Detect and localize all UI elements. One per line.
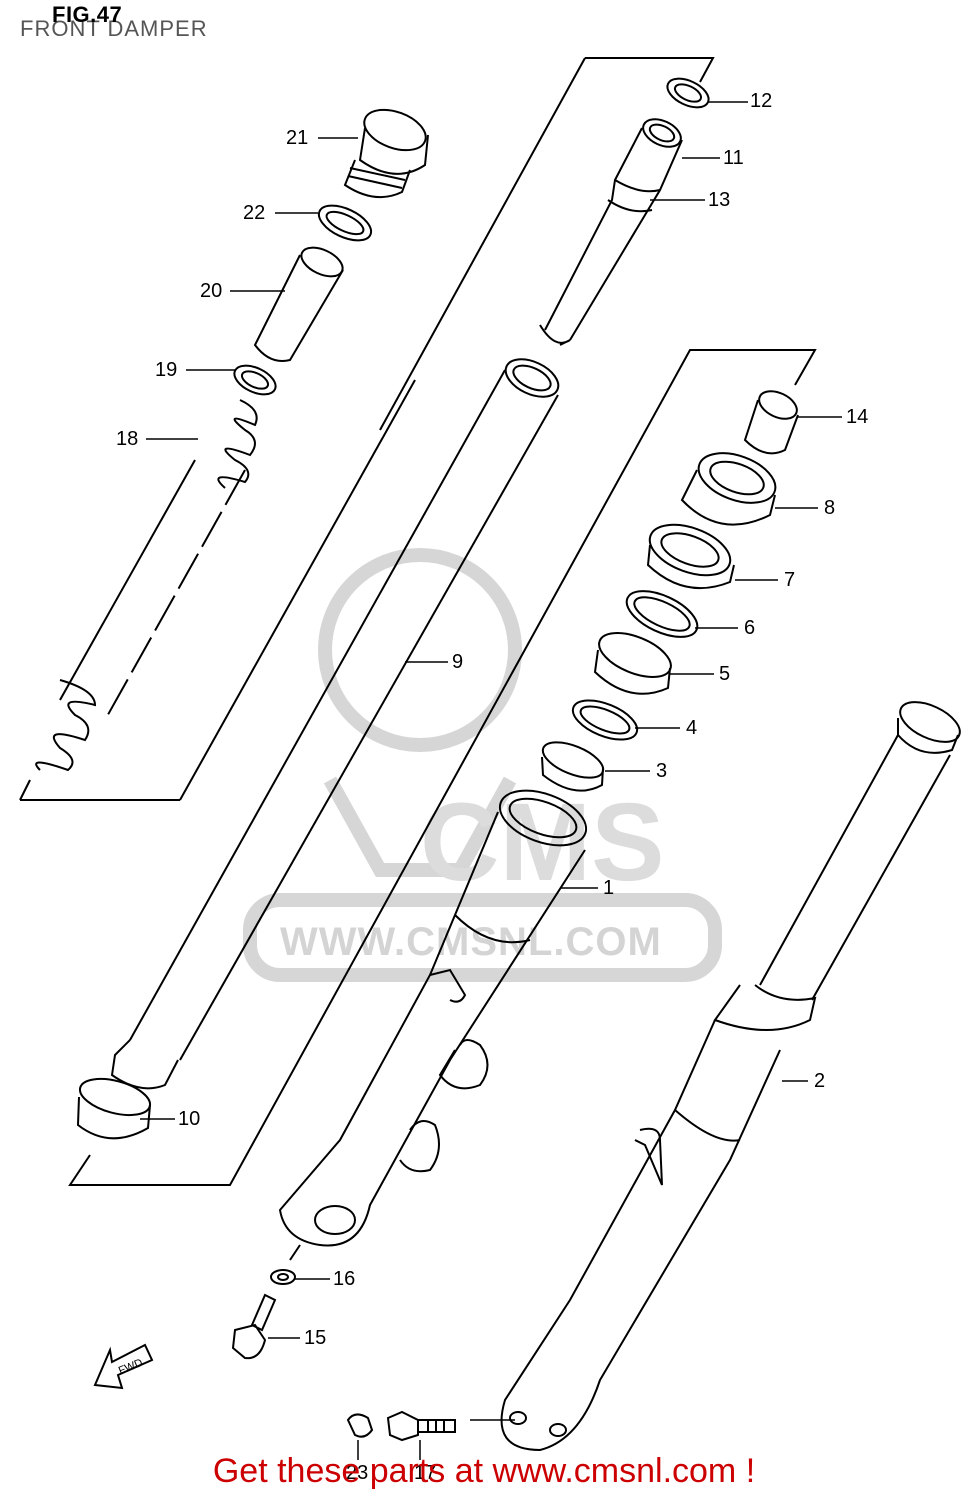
callout-5: 5 [719,663,731,685]
callout-21: 21 [286,127,309,149]
callout-7: 7 [784,569,796,591]
part-4-bushing [571,699,639,741]
callout-17: 17 [414,1462,437,1484]
part-15-bolt [231,1293,277,1360]
part-16-washer [270,1269,296,1285]
callout-15: 15 [304,1327,327,1349]
part-10-bushing [76,1077,152,1140]
callout-9: 9 [452,651,464,673]
part-21-cap-bolt [343,108,429,199]
callout-1: 1 [603,877,615,899]
part-22-o-ring [317,204,373,242]
callout-22: 22 [243,202,266,224]
part-7-oil-seal [646,523,735,590]
callout-13: 13 [708,189,731,211]
part-20-spacer [253,246,344,362]
callout-10: 10 [178,1108,201,1130]
part-18-spring [35,399,258,772]
callout-14: 14 [846,406,869,428]
callout-12: 12 [750,90,773,112]
part-23-cap [346,1413,374,1438]
part-14-cylinder [743,390,799,455]
part-3-bushing [541,741,605,792]
part-11-damper-rod [539,118,683,346]
fwd-label: FWD [117,1357,145,1378]
part-2-fork-assembly [500,701,961,1452]
callout-23: 23 [346,1462,369,1484]
part-17-bolt [386,1410,456,1442]
callout-6: 6 [744,617,756,639]
figure-title: FIG.47 [52,2,123,27]
callout-11: 11 [723,147,744,169]
callout-20: 20 [200,280,223,302]
part-12-ring [666,77,710,109]
spring-group-panel [19,57,715,801]
fwd-arrow-icon [93,1343,154,1390]
part-6-ring [625,590,699,638]
callout-4: 4 [686,717,698,739]
callout-2: 2 [814,1070,826,1092]
callout-16: 16 [333,1268,356,1290]
callout-8: 8 [824,497,836,519]
part-8-seal-holder [680,452,777,526]
part-1-outer-tube [278,789,588,1247]
part-19-washer [233,364,277,396]
callout-3: 3 [656,760,668,782]
leader-lines [140,101,842,1460]
get-parts-link[interactable]: Get these parts at www.cmsnl.com ! [212,1452,756,1490]
part-5-washer [593,632,672,695]
part-9-inner-tube [110,358,560,1090]
callout-18: 18 [116,428,139,450]
callout-19: 19 [155,359,178,381]
figure-subtitle: FRONT DAMPER [20,16,208,41]
